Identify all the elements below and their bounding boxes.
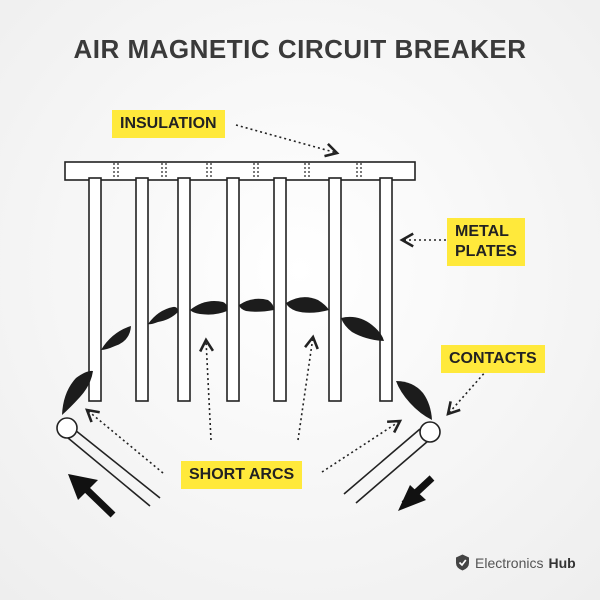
- metal-plate: [379, 177, 393, 402]
- brand-name: Electronics: [475, 554, 544, 571]
- metal-plates-label-line2: PLATES: [455, 243, 517, 260]
- metal-plate: [273, 177, 287, 402]
- metal-plates-label-line1: METAL: [455, 223, 509, 240]
- arc-blob: [62, 370, 93, 415]
- diagram-title: AIR MAGNETIC CIRCUIT BREAKER: [73, 34, 527, 64]
- short-arcs: [62, 297, 432, 420]
- contacts-leader: [446, 369, 488, 416]
- arc-leader-left-bottom: [85, 408, 164, 474]
- insulation-leader: [235, 124, 340, 158]
- insulation-bar: [64, 161, 416, 181]
- metal-plate: [226, 177, 240, 402]
- arc-blob: [148, 306, 178, 325]
- right-motion-arrow: [398, 475, 435, 511]
- right-contact: [343, 421, 441, 504]
- arc-leader-right-bottom: [321, 419, 403, 473]
- insulation-dots: [113, 163, 362, 179]
- brand-logo: Electronics Hub: [455, 554, 576, 571]
- metal-plate: [328, 177, 342, 402]
- arc-blob: [101, 326, 131, 350]
- metal-plates: [88, 177, 393, 402]
- brand-name-bold: Hub: [548, 554, 576, 571]
- insulation-label: INSULATION: [112, 110, 225, 138]
- metal-plate: [88, 177, 102, 402]
- contacts-label: CONTACTS: [441, 345, 545, 373]
- arc-blob: [341, 316, 384, 341]
- left-contact: [56, 417, 161, 507]
- metal-plate: [177, 177, 191, 402]
- metal-plates-label: METAL PLATES: [447, 218, 525, 266]
- left-motion-arrow: [68, 474, 116, 518]
- metal-plate: [135, 177, 149, 402]
- arc-blob: [396, 381, 432, 420]
- arc-blob: [239, 298, 274, 312]
- arc-leader-right-top: [297, 334, 319, 441]
- arc-blob: [190, 301, 228, 315]
- electronics-hub-logo-icon: [456, 554, 469, 571]
- short-arcs-label: SHORT ARCS: [181, 461, 303, 489]
- arc-blob: [286, 297, 329, 313]
- arc-leader-left-top: [199, 337, 215, 441]
